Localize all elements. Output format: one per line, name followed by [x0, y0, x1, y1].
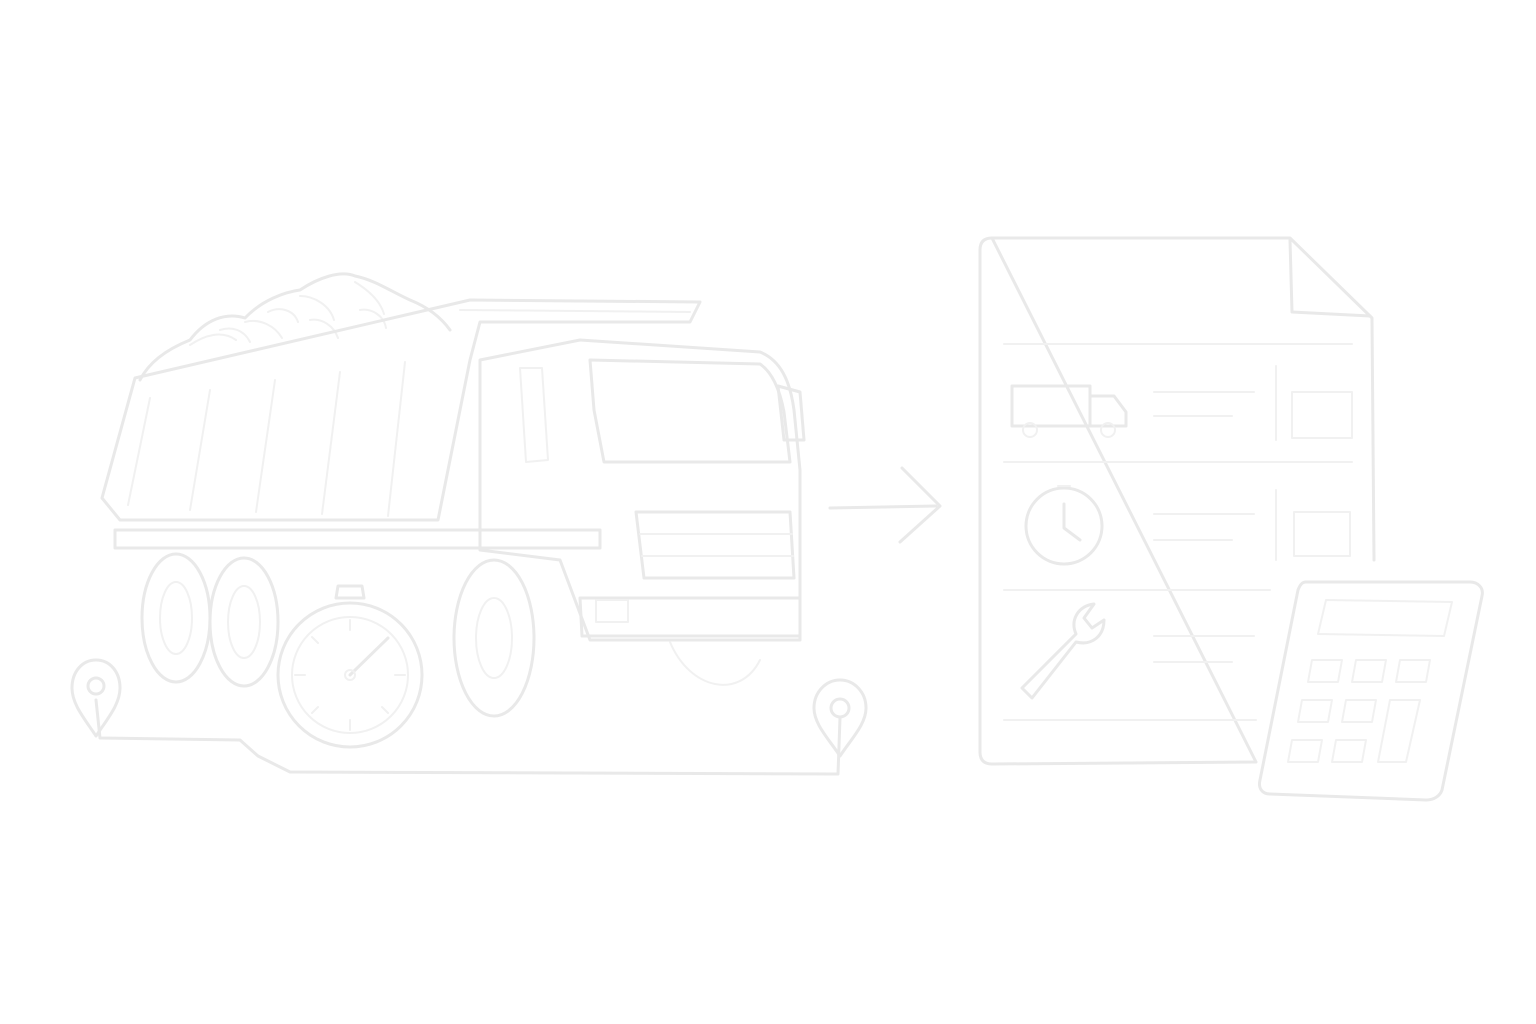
clock-icon: [1024, 485, 1104, 566]
dump-truck-icon: [100, 272, 806, 718]
route-line-icon: [94, 698, 842, 776]
stopwatch-icon: [276, 584, 424, 749]
location-pin-icon: [812, 678, 868, 758]
truck-icon: [1010, 384, 1128, 438]
arrow-right-icon: [828, 466, 942, 544]
calculator-icon: [1258, 580, 1484, 802]
wrench-icon: [1020, 602, 1106, 700]
location-pin-icon: [70, 658, 122, 738]
document-icon: [978, 236, 1376, 766]
